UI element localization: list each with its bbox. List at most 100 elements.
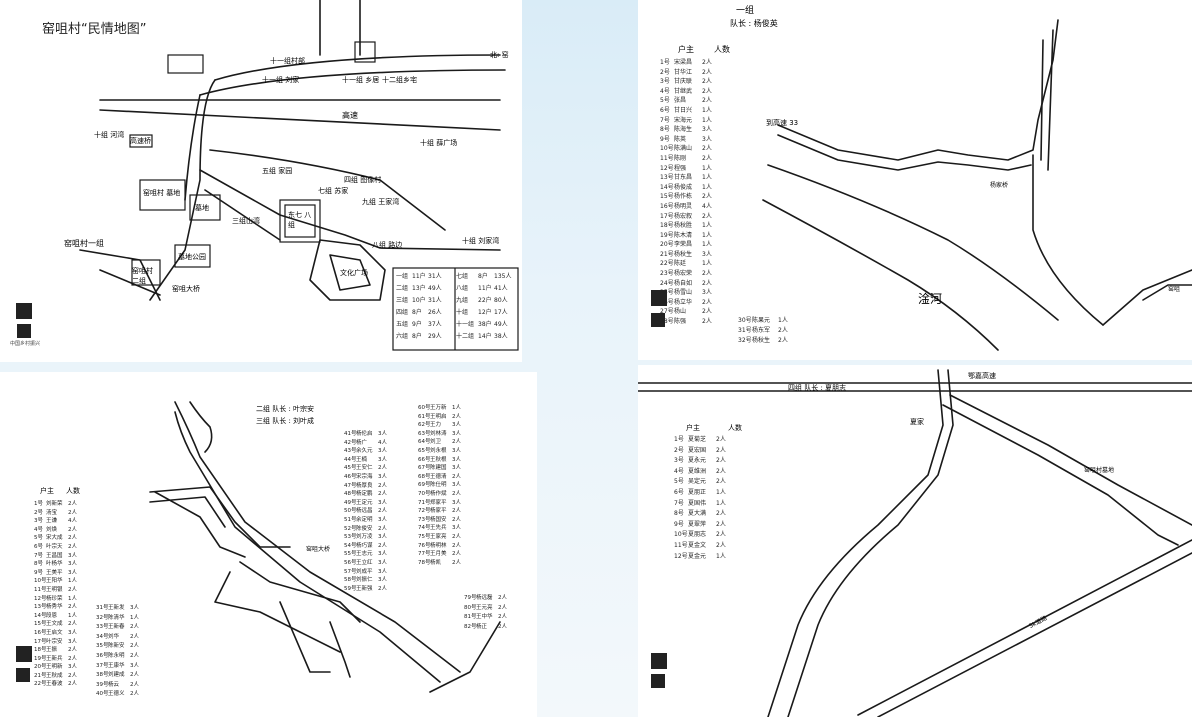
cell: 杨家平 bbox=[430, 508, 447, 515]
label-xia-home: 夏家 bbox=[910, 418, 924, 426]
cell: 3人 bbox=[452, 482, 461, 489]
cell: 一组 bbox=[396, 273, 409, 280]
cell: 2人 bbox=[130, 652, 139, 659]
cell: 1人 bbox=[778, 317, 788, 324]
cell: 夏菊芝 bbox=[688, 436, 707, 443]
cell: 16号 bbox=[660, 202, 674, 210]
group1-title: 一组 bbox=[736, 6, 755, 16]
cell: 2人 bbox=[702, 270, 712, 278]
cell: 2人 bbox=[452, 551, 461, 558]
cell: 杨山 bbox=[674, 308, 687, 316]
cell: 13号 bbox=[34, 604, 47, 611]
cell: 2号 bbox=[674, 446, 684, 454]
cell: 26人 bbox=[428, 309, 442, 316]
cell: 71号 bbox=[418, 499, 431, 506]
cell: 段恩 bbox=[46, 612, 58, 619]
cell: 3人 bbox=[452, 525, 461, 532]
cell: 3人 bbox=[378, 534, 387, 541]
cell: 刘永根 bbox=[430, 447, 447, 454]
cell: 32号 bbox=[738, 337, 752, 344]
cell: 宋宗海 bbox=[356, 473, 373, 480]
cell: 10户 bbox=[412, 297, 426, 304]
cell: 47号 bbox=[344, 482, 357, 489]
cell: 56号 bbox=[344, 559, 357, 566]
cell: 3人 bbox=[68, 664, 77, 671]
cell: 2人 bbox=[702, 145, 712, 153]
label-group-11-liujia: 十一组 刘家 bbox=[262, 76, 300, 84]
cell: 62号 bbox=[418, 422, 431, 429]
cell: 1人 bbox=[68, 578, 77, 585]
cell: 杨明灵 bbox=[674, 202, 693, 210]
cell: 2人 bbox=[68, 655, 77, 662]
col-header-count: 人数 bbox=[66, 487, 80, 495]
cell: 67号 bbox=[418, 465, 431, 472]
cell: 2人 bbox=[68, 672, 77, 679]
cell: 王秋根 bbox=[430, 456, 447, 463]
cell: 2人 bbox=[130, 681, 139, 688]
cell: 3人 bbox=[452, 422, 461, 429]
cell: 刘成平 bbox=[356, 568, 373, 575]
cell: 杨正 bbox=[476, 623, 488, 630]
cell: 7号 bbox=[660, 116, 670, 124]
cell: 57号 bbox=[344, 568, 357, 575]
cell: 36号 bbox=[96, 652, 109, 659]
cell: 杨远昌 bbox=[356, 508, 373, 515]
cell: 24号 bbox=[660, 279, 674, 287]
cell: 70号 bbox=[418, 490, 431, 497]
cell: 4人 bbox=[378, 439, 387, 446]
cell: 杨东军 bbox=[752, 327, 771, 334]
cell: 2人 bbox=[778, 337, 788, 344]
cell: 2人 bbox=[68, 526, 77, 533]
cell: 陈俊安 bbox=[356, 525, 373, 532]
cell: 1号 bbox=[34, 501, 43, 507]
cell: 2人 bbox=[378, 482, 387, 489]
cell: 2人 bbox=[68, 604, 77, 611]
river-label: 淦河 bbox=[918, 292, 943, 306]
cell: 3人 bbox=[378, 559, 387, 566]
cell: 2人 bbox=[130, 643, 139, 650]
cell: 1人 bbox=[702, 222, 712, 230]
cell: 13号 bbox=[660, 174, 674, 182]
road-label-expressway: 鄂嘉高速 bbox=[968, 372, 996, 380]
cell: 45号 bbox=[344, 465, 357, 472]
cell: 4人 bbox=[68, 518, 77, 525]
cell: 刘万凌 bbox=[356, 534, 373, 541]
label-village-group-1: 窑咀村一组 bbox=[64, 239, 104, 248]
group2-leader: 二组 队长 : 叶宗安 bbox=[256, 405, 315, 413]
col-header-household: 户主 bbox=[40, 487, 54, 495]
cell: 11户 bbox=[412, 273, 426, 280]
cell: 1人 bbox=[716, 552, 726, 560]
cell: 1人 bbox=[702, 260, 712, 268]
cell: 2人 bbox=[716, 436, 726, 443]
cell: 39号 bbox=[96, 681, 109, 688]
cell: 10号 bbox=[660, 145, 674, 153]
cell: 79号 bbox=[464, 595, 477, 601]
cell: 王元亮 bbox=[476, 604, 493, 611]
cell: 王明银 bbox=[46, 586, 63, 593]
cell: 刘建成 bbox=[108, 672, 125, 679]
cell: 2人 bbox=[452, 473, 461, 480]
cell: 2号 bbox=[660, 68, 670, 76]
cell: 31号 bbox=[96, 605, 109, 611]
cell: 王阳华 bbox=[46, 578, 63, 585]
